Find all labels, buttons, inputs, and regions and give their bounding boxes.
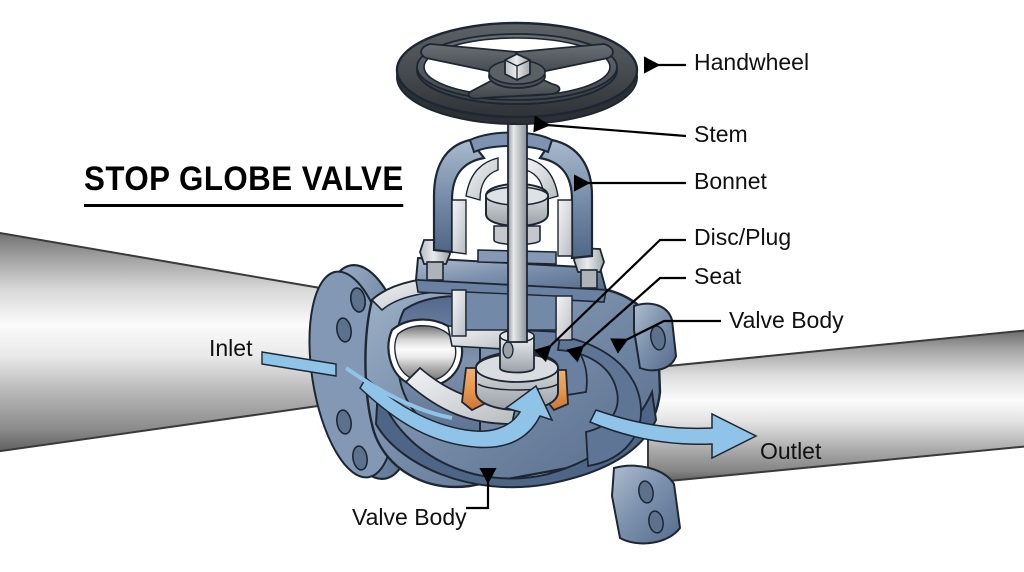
label-valve-body-bottom: Valve Body	[352, 504, 467, 530]
bonnet-bolt-right	[573, 247, 605, 289]
label-inlet: Inlet	[209, 335, 253, 361]
sparkle-star-icon	[958, 498, 1012, 556]
stem	[507, 116, 528, 343]
label-handwheel: Handwheel	[694, 49, 810, 75]
outlet-pipe	[647, 329, 1024, 485]
outlet-flange-upper	[633, 302, 678, 372]
label-stem: Stem	[694, 121, 748, 147]
label-valve-body-right: Valve Body	[729, 307, 844, 333]
leader-lines	[466, 56, 721, 510]
outlet-flange-lower	[610, 464, 682, 545]
leader-seat	[566, 276, 686, 363]
flow-arrows	[261, 351, 758, 460]
label-bonnet: Bonnet	[694, 168, 767, 194]
leader-valve-body-right	[610, 319, 721, 354]
label-seat: Seat	[694, 263, 742, 289]
page-title: STOP GLOBE VALVE	[84, 160, 404, 207]
leader-valve-body-bottom	[466, 468, 497, 510]
leader-stem	[533, 115, 687, 138]
leader-disc	[534, 238, 686, 363]
inlet-pipe	[0, 232, 333, 453]
handwheel	[395, 21, 639, 125]
label-disc-plug: Disc/Plug	[694, 224, 792, 250]
label-outlet: Outlet	[760, 438, 822, 464]
